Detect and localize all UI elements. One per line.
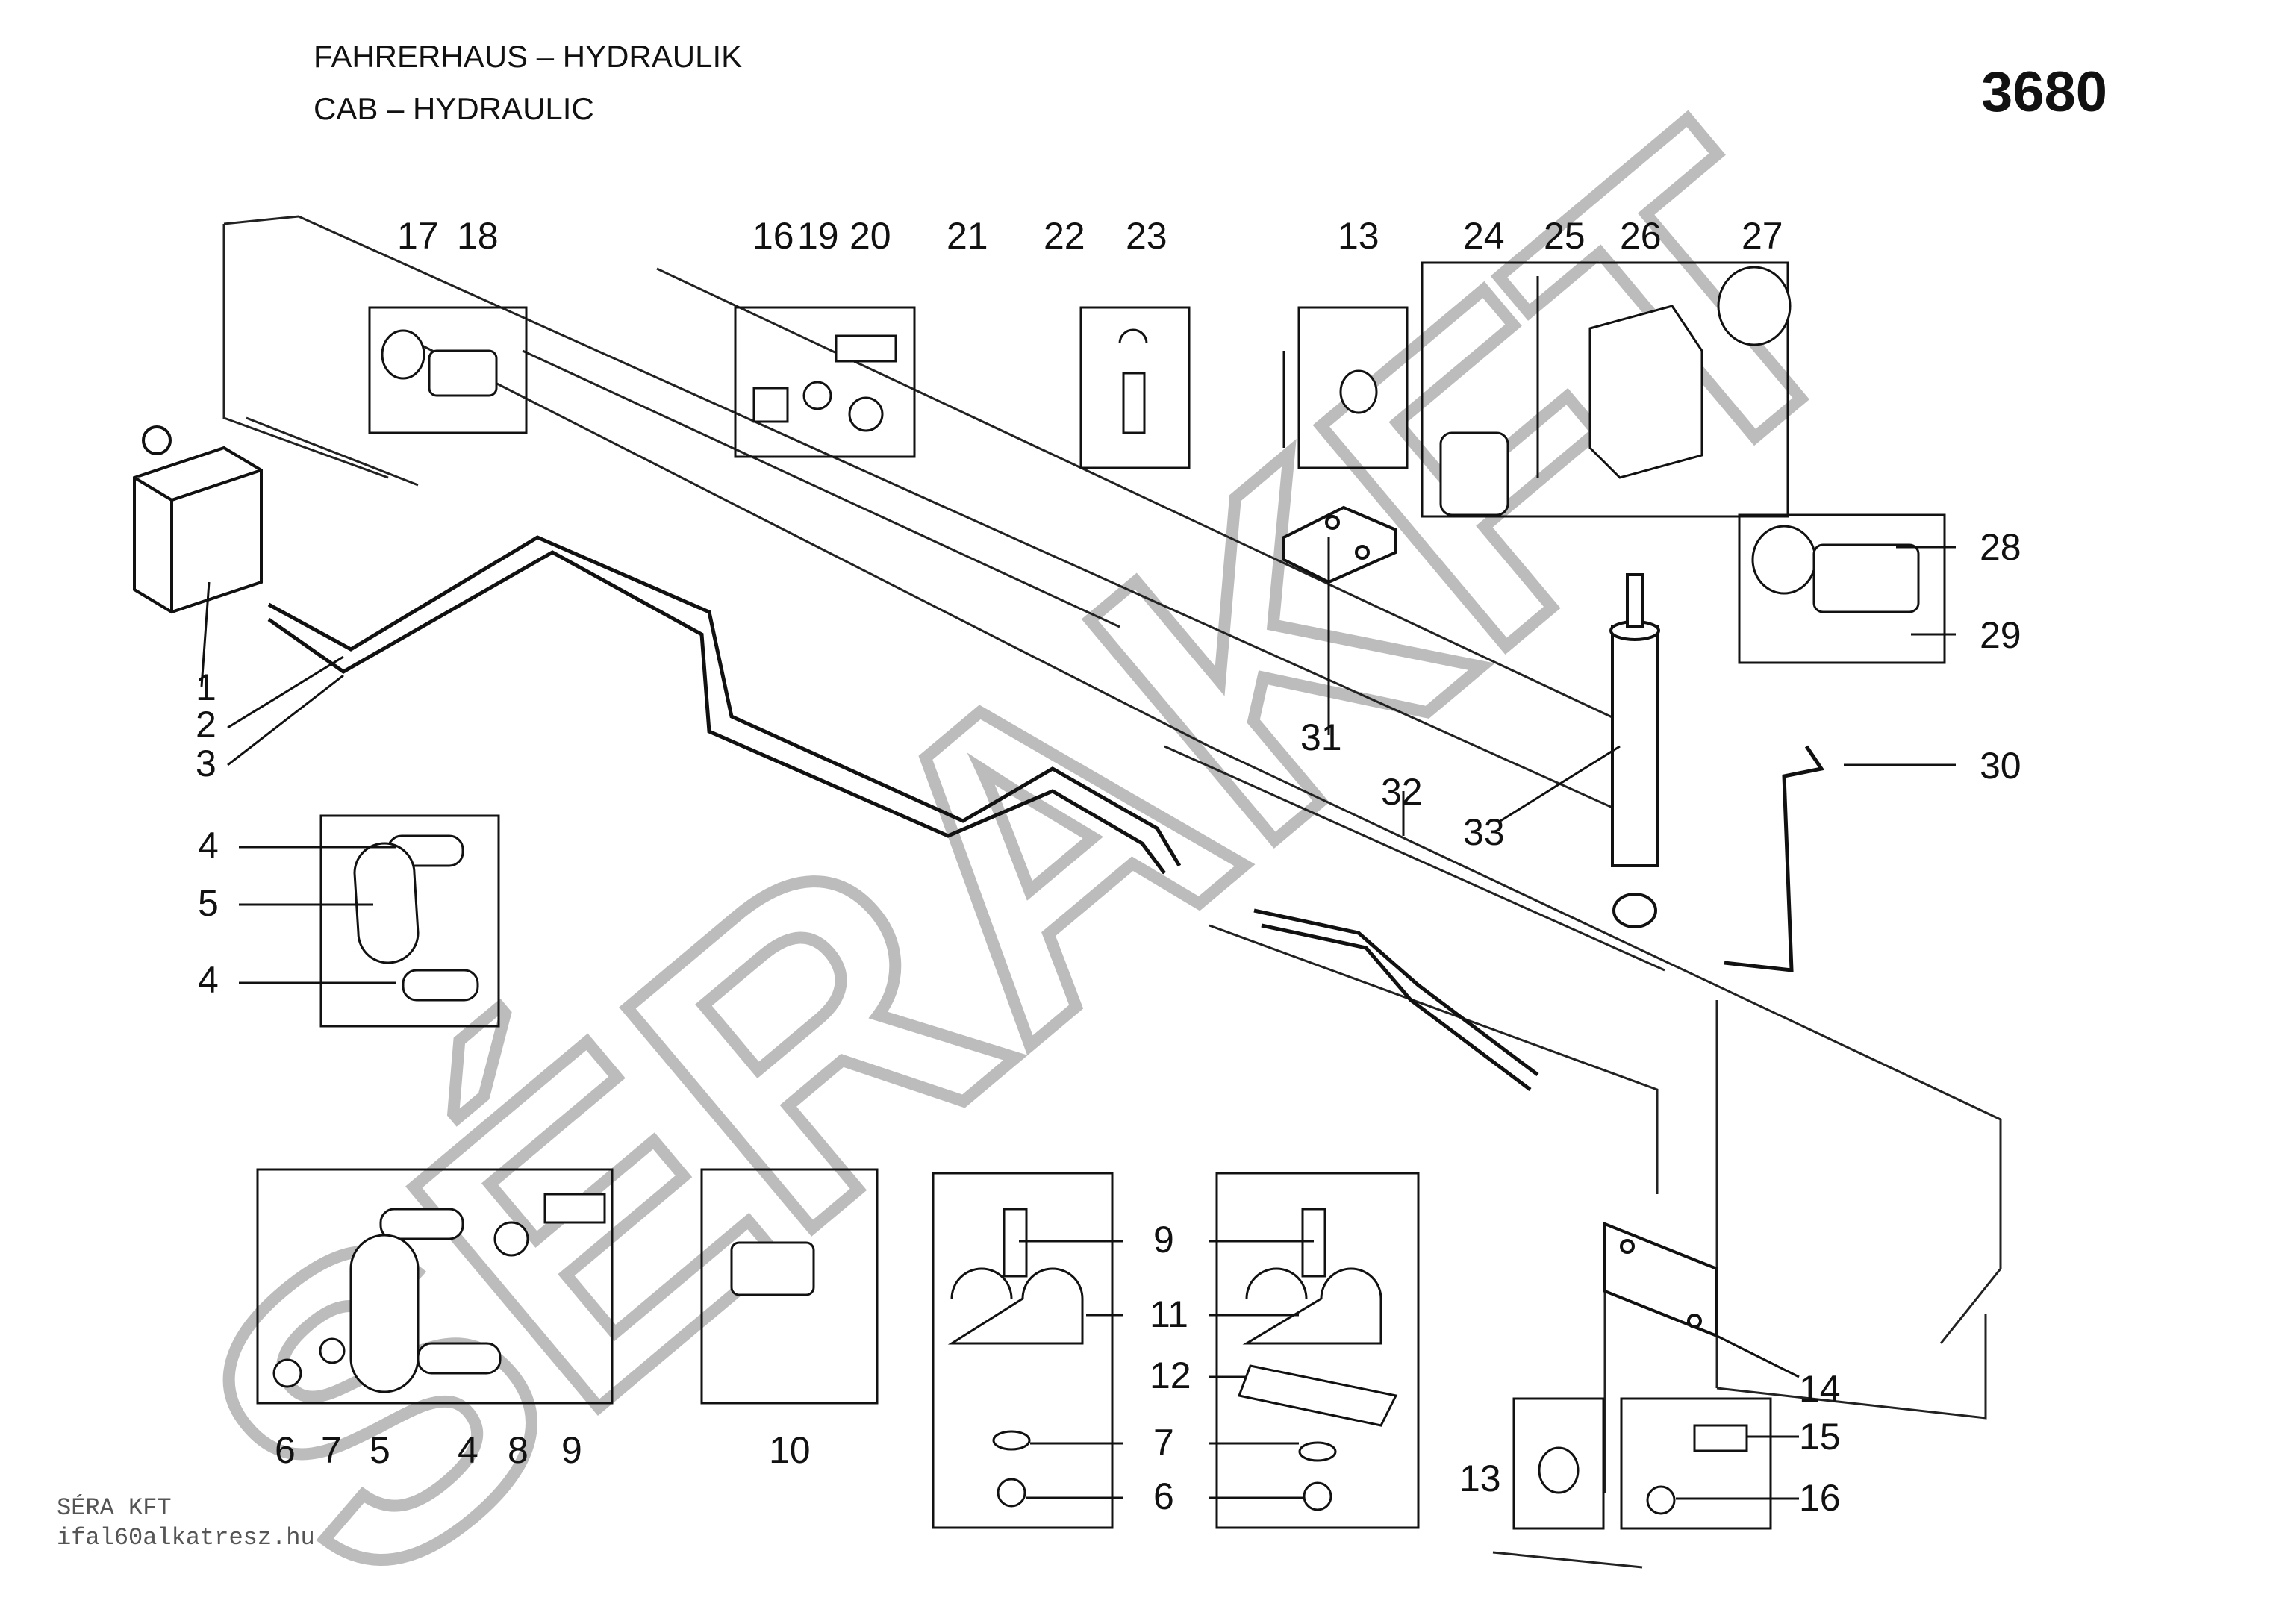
callout-25: 25 [1544, 215, 1586, 257]
callout-24: 24 [1463, 215, 1505, 257]
detail-box-15-16 [1620, 1397, 1772, 1530]
hydraulic-cylinder [1609, 573, 1660, 928]
callout-4a: 4 [198, 825, 219, 866]
detail-boxes [256, 261, 1946, 1530]
callout-11a: 11 [1150, 1293, 1188, 1335]
callout-4b: 4 [198, 959, 219, 1001]
detail-box-13-bottom [1512, 1397, 1605, 1530]
page-number: 3680 [1981, 60, 2108, 124]
detail-box-28-29 [1738, 513, 1946, 664]
callout-6b: 6 [1153, 1475, 1174, 1517]
callout-6a: 6 [275, 1429, 296, 1471]
detail-parts [272, 266, 1920, 1515]
callout-2: 2 [196, 704, 216, 746]
callout-31: 31 [1300, 716, 1342, 758]
detail-box-6-11-left [932, 1172, 1114, 1529]
callout-3: 3 [196, 743, 216, 784]
callout-26: 26 [1620, 215, 1662, 257]
pivot-plate [1603, 1222, 1718, 1338]
mounting-bracket [1282, 505, 1397, 584]
callout-13a: 13 [1338, 215, 1379, 257]
callout-13b: 13 [1459, 1458, 1501, 1499]
callout-12: 12 [1150, 1355, 1191, 1396]
footer-company: SÉRA KFT [57, 1494, 172, 1522]
title-english: CAB – HYDRAULIC [314, 91, 594, 126]
detail-box-13-top [1297, 306, 1409, 469]
callout-7a: 7 [321, 1429, 342, 1471]
callout-8: 8 [508, 1429, 529, 1471]
callout-15: 15 [1799, 1416, 1841, 1458]
detail-box-16-21 [734, 306, 916, 458]
hydraulic-pipes [267, 535, 1825, 1091]
detail-box-4-9 [256, 1168, 614, 1405]
callout-19: 19 [797, 215, 839, 257]
callout-16b: 16 [752, 215, 794, 257]
footer-website: ifal60alkatresz.hu [57, 1524, 315, 1552]
callout-23: 23 [1126, 215, 1167, 257]
detail-box-4-5 [319, 814, 500, 1028]
detail-box-24-27 [1421, 261, 1789, 518]
callout-5a: 5 [198, 882, 219, 924]
callout-33: 33 [1463, 811, 1505, 853]
callout-28: 28 [1980, 526, 2021, 568]
detail-box-10 [700, 1168, 879, 1405]
callout-21: 21 [947, 215, 988, 257]
valve-block [133, 425, 263, 614]
callout-30: 30 [1980, 745, 2021, 787]
callout-17: 17 [397, 215, 439, 257]
callout-10: 10 [769, 1429, 811, 1471]
callout-5b: 5 [370, 1429, 390, 1471]
callout-32: 32 [1381, 771, 1423, 813]
callout-22: 22 [1044, 215, 1085, 257]
leader-lines [200, 276, 1956, 1500]
callout-14: 14 [1799, 1368, 1841, 1410]
title-german: FAHRERHAUS – HYDRAULIK [314, 39, 743, 74]
callout-18: 18 [457, 215, 499, 257]
detail-box-6-12-right [1215, 1172, 1420, 1529]
callout-numbers: 1 2 3 4 4 4 5 5 6 6 7 7 8 9 9 9 10 11 11… [196, 215, 2021, 1519]
callout-16a: 16 [1799, 1477, 1841, 1519]
callout-27: 27 [1742, 215, 1783, 257]
callout-4c: 4 [458, 1429, 478, 1471]
callout-9a: 9 [561, 1429, 582, 1471]
callout-29: 29 [1980, 614, 2021, 656]
callout-20: 20 [849, 215, 891, 257]
cab-frame [222, 215, 2002, 1569]
callout-1: 1 [196, 666, 216, 708]
callout-9b: 9 [1153, 1219, 1174, 1261]
detail-box-17-18 [368, 306, 528, 434]
detail-box-22-23 [1079, 306, 1191, 469]
callout-7b: 7 [1153, 1422, 1174, 1464]
